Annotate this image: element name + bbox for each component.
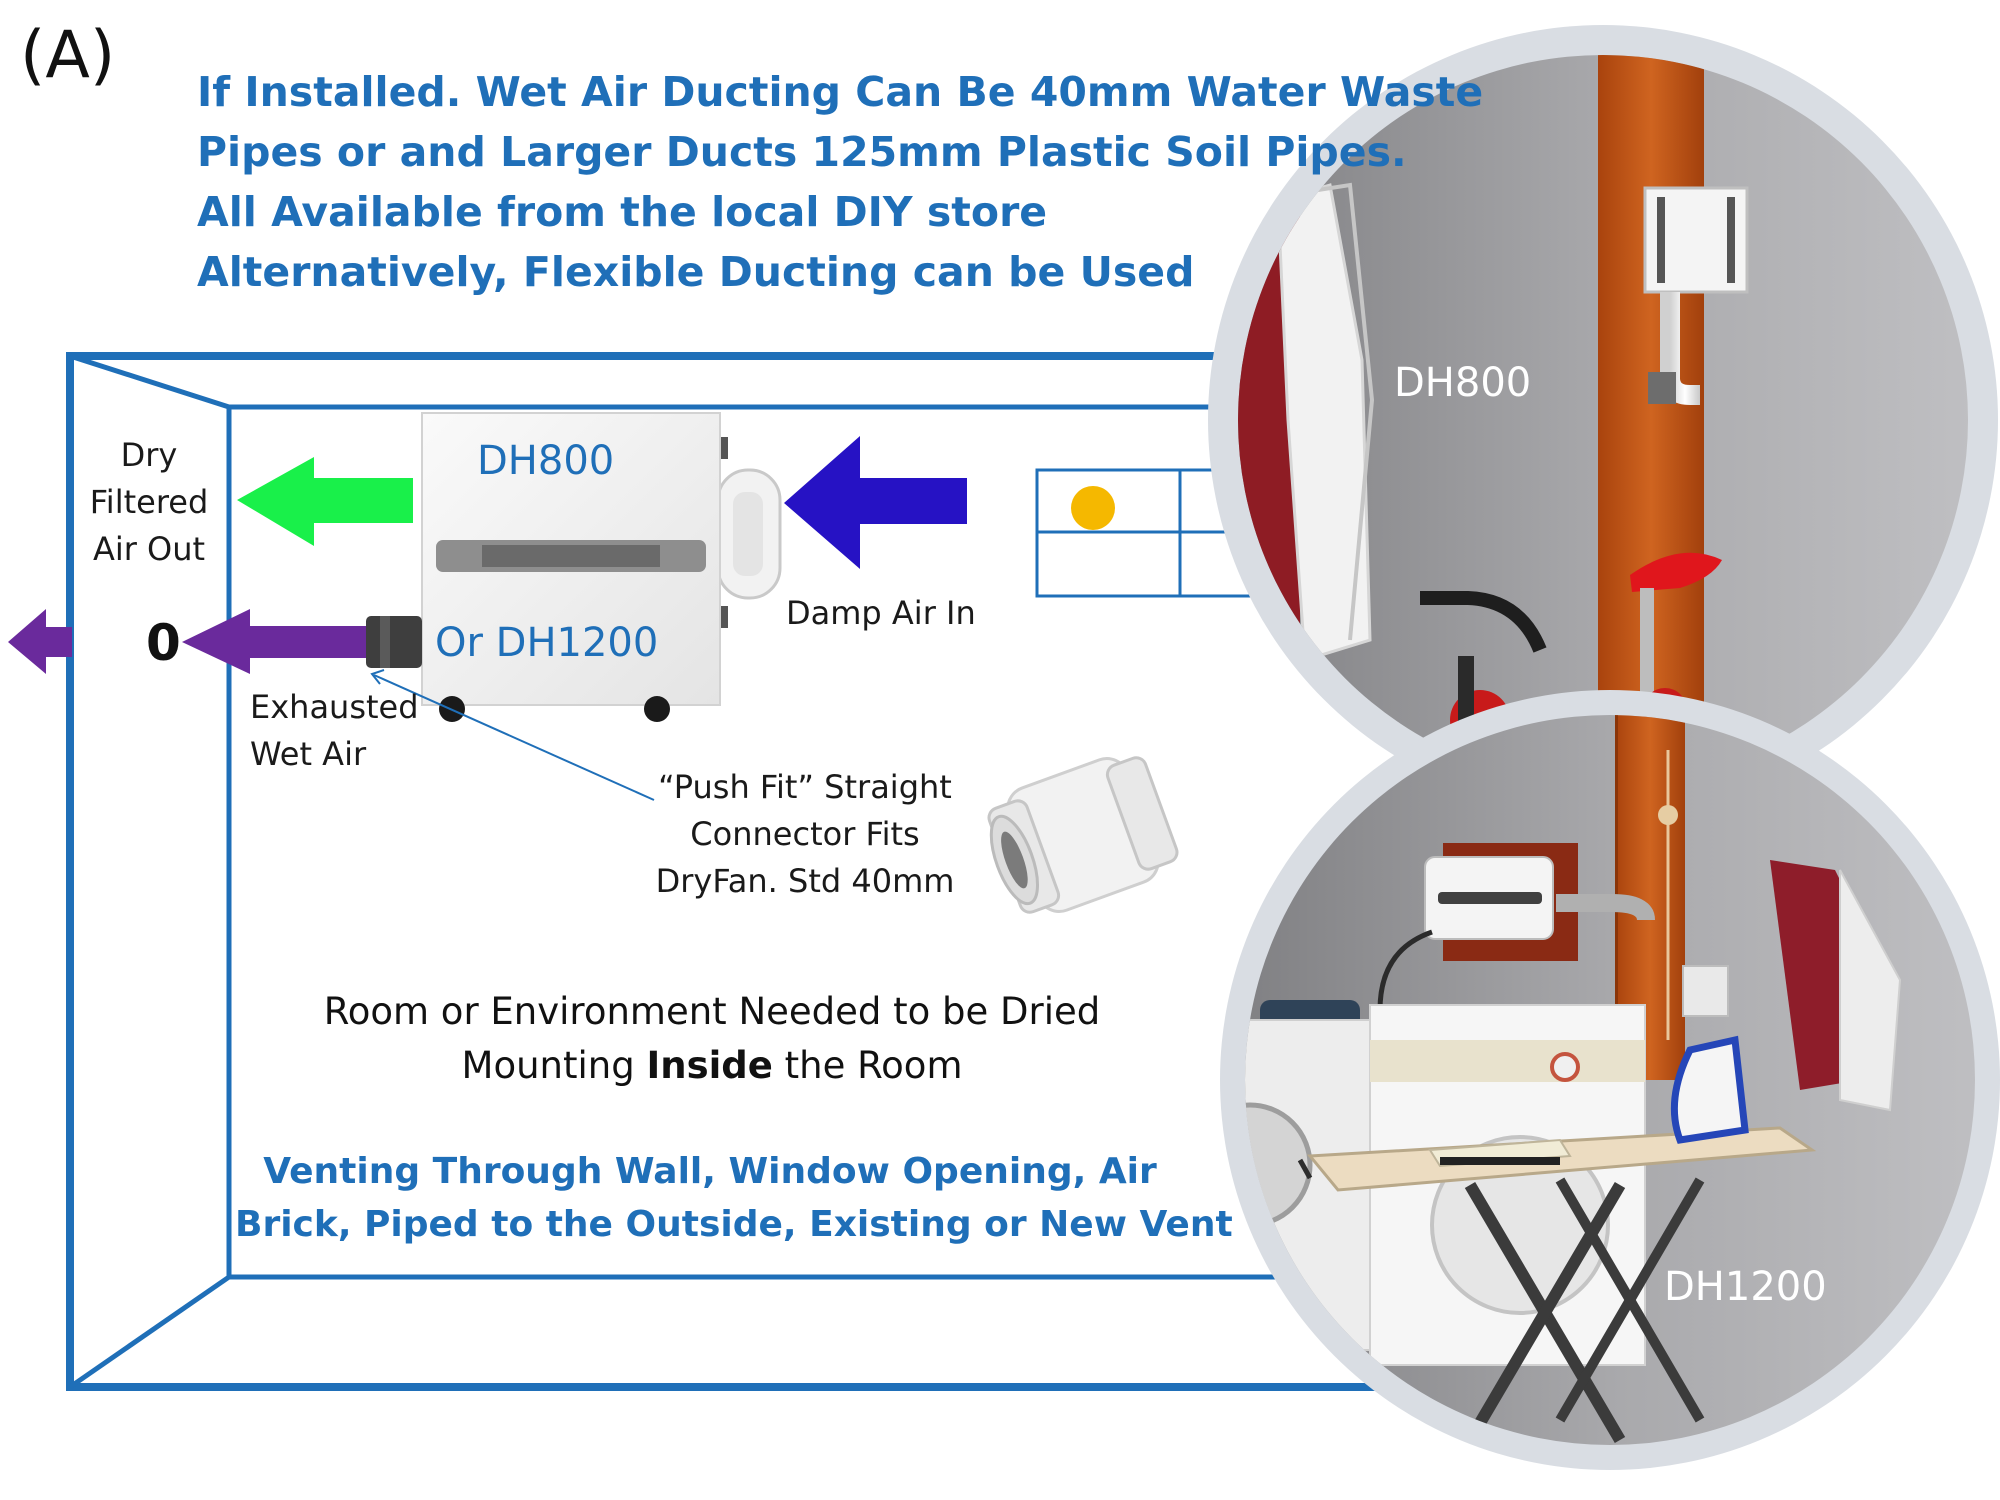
unit-top-label: DH800 <box>477 438 615 484</box>
room-caption-line: Mounting Inside the Room <box>461 1044 963 1087</box>
exhaust-arrow <box>182 609 366 674</box>
exhausted-air-label: Exhausted Wet Air <box>250 684 419 778</box>
dh800-photo <box>1208 25 1998 815</box>
room-caption: Room or Environment Needed to be Dried M… <box>292 985 1132 1093</box>
heading-line: Alternatively, Flexible Ducting can be U… <box>197 248 1195 296</box>
venting-caption-line: Venting Through Wall, Window Opening, Ai… <box>263 1151 1157 1192</box>
exhaust-outlet-mark: 0 <box>146 614 181 672</box>
dry-air-label-line: Dry <box>120 436 178 474</box>
connector-label: “Push Fit” Straight Connector Fits DryFa… <box>640 764 970 905</box>
connector-label-line: DryFan. Std 40mm <box>655 862 955 900</box>
venting-caption-line: Brick, Piped to the Outside, Existing or… <box>235 1204 1233 1245</box>
exhausted-air-label-line: Exhausted <box>250 688 419 726</box>
venting-caption: Venting Through Wall, Window Opening, Ai… <box>235 1145 1233 1251</box>
dry-air-label-line: Filtered <box>89 483 209 521</box>
dehumidifier-unit-icon <box>366 412 782 722</box>
photo-label-dh800: DH800 <box>1394 360 1532 406</box>
photo-label-dh1200: DH1200 <box>1664 1264 1827 1310</box>
heading-text: If Installed. Wet Air Ducting Can Be 40m… <box>197 62 1483 302</box>
inside-emphasis: Inside <box>646 1044 773 1087</box>
exhaust-arrow-outside <box>8 609 72 674</box>
window-sun-icon <box>1071 486 1115 530</box>
unit-bottom-label: Or DH1200 <box>435 620 659 666</box>
connector-label-line: “Push Fit” Straight <box>658 768 952 806</box>
exhausted-air-label-line: Wet Air <box>250 735 367 773</box>
damp-air-label: Damp Air In <box>786 594 976 632</box>
connector-label-line: Connector Fits <box>690 815 920 853</box>
damp-air-arrow <box>784 436 967 569</box>
panel-label: (A) <box>20 18 116 93</box>
dry-air-label-line: Air Out <box>92 530 206 568</box>
room-outline <box>66 352 1445 1391</box>
dh1200-photo <box>1220 690 2000 1470</box>
dry-air-arrow <box>237 457 413 546</box>
dry-air-label: Dry Filtered Air Out <box>72 432 226 573</box>
heading-line: All Available from the local DIY store <box>197 188 1048 236</box>
heading-line: If Installed. Wet Air Ducting Can Be 40m… <box>197 68 1484 116</box>
room-caption-line: Room or Environment Needed to be Dried <box>323 990 1101 1033</box>
connector-pointer <box>373 674 655 801</box>
heading-line: Pipes or and Larger Ducts 125mm Plastic … <box>197 128 1407 176</box>
push-fit-connector-icon <box>987 756 1179 914</box>
